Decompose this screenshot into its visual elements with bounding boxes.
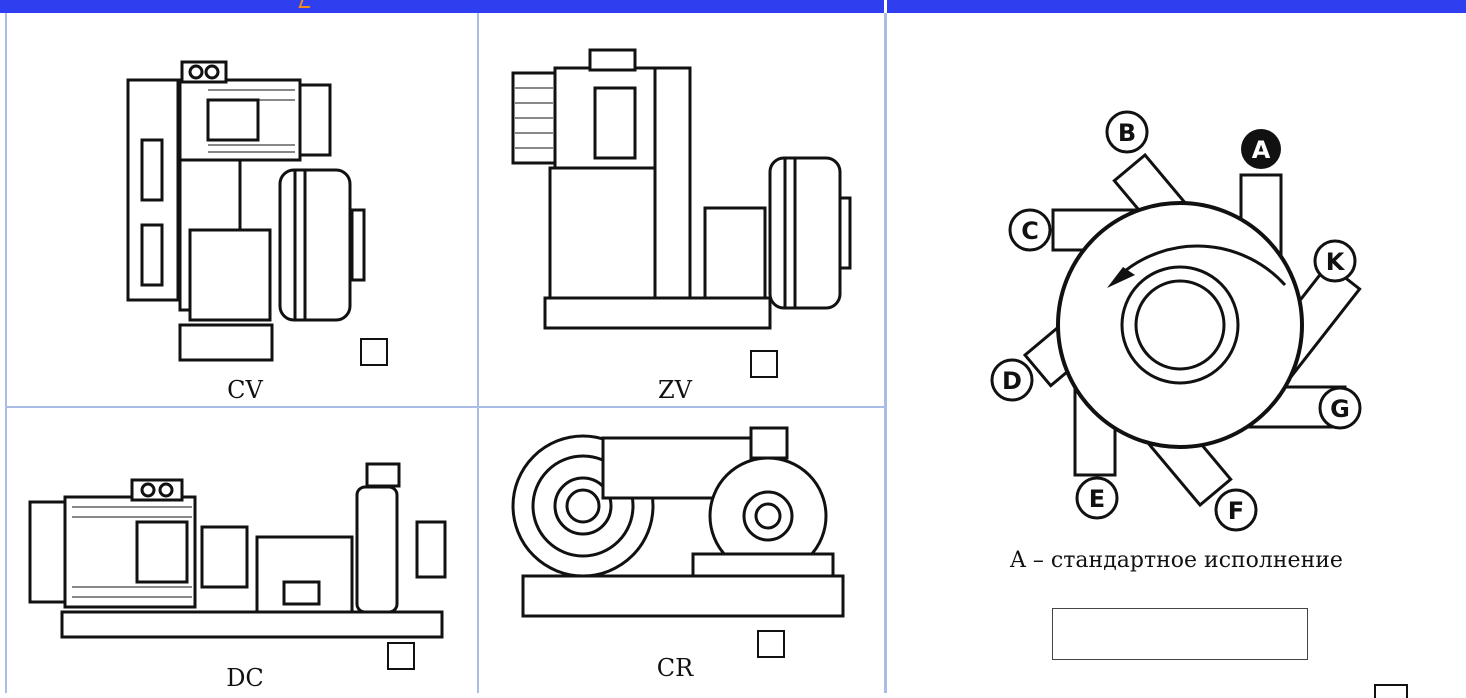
header-bar-right [887,0,1466,13]
grid-line [5,406,884,408]
grid-line [477,13,479,693]
checkbox-cr[interactable] [757,630,785,658]
orientation-input[interactable] [1052,608,1308,660]
position-label-f: F [1228,497,1244,525]
pump-drawing-cv [126,60,366,362]
option-label-zv: ZV [657,376,692,404]
pump-drawing-zv [511,48,852,330]
position-label-g: G [1330,395,1350,423]
discharge-orientation-diagram: A B C D E F G K [990,110,1362,532]
rotation-arrow [1119,244,1287,287]
position-label-d: D [1002,367,1022,395]
pump-drawing-dc [28,462,447,639]
checkbox-cv[interactable] [360,338,388,366]
grid-line [884,13,887,693]
position-label-a: A [1252,136,1271,164]
option-label-dc: DC [226,664,264,692]
position-label-c: C [1021,217,1039,245]
position-label-b: B [1118,119,1136,147]
pump-drawing-cr [511,426,845,618]
option-label-cr: CR [656,654,694,682]
position-label-e: E [1089,485,1105,513]
checkbox-partial[interactable] [1374,684,1408,698]
position-label-k: K [1326,248,1346,276]
grid-line [5,13,7,693]
header-bar-left [0,0,884,13]
checkbox-zv[interactable] [750,350,778,378]
option-label-cv: CV [227,376,263,404]
checkbox-dc[interactable] [387,642,415,670]
rotation-arrow-head [1107,267,1135,288]
orientation-caption: A – стандартное исполнение [1010,548,1343,573]
